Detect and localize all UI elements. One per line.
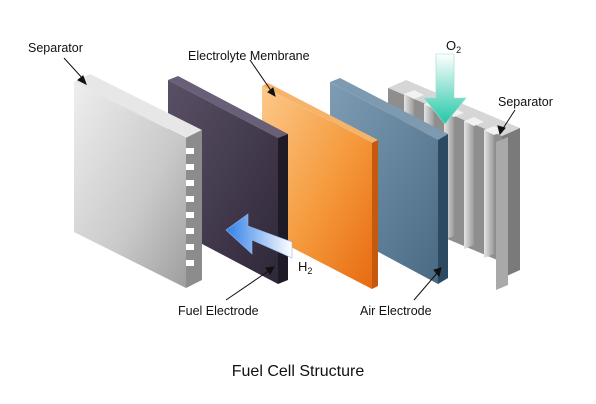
leader-fuel-electrode — [225, 269, 271, 301]
leader-electrolyte-membrane — [249, 59, 273, 93]
arrowhead-separator-left — [77, 75, 87, 86]
electrolyte-membrane — [262, 83, 378, 289]
h2-arrow — [225, 213, 293, 259]
label-fuel-electrode: Fuel Electrode — [178, 304, 259, 318]
label-electrolyte-membrane: Electrolyte Membrane — [188, 49, 310, 63]
arrowhead-air-electrode — [433, 267, 442, 278]
left-separator — [74, 74, 202, 288]
arrowhead-electrolyte-membrane — [267, 87, 276, 98]
o2-arrow — [423, 53, 467, 125]
label-o2: O2 — [446, 38, 461, 55]
leader-separator-right — [501, 109, 516, 131]
leader-air-electrode — [413, 271, 439, 301]
label-separator-right: Separator — [498, 95, 553, 109]
arrowhead-fuel-electrode — [265, 266, 275, 275]
left-separator-teeth — [186, 148, 194, 266]
arrowhead-separator-right — [497, 125, 506, 136]
diagram-caption: Fuel Cell Structure — [232, 363, 365, 380]
label-h2: H2 — [298, 259, 312, 276]
label-separator-left: Separator — [28, 41, 83, 55]
leader-lines — [63, 57, 516, 301]
leader-separator-left — [63, 57, 85, 81]
label-air-electrode: Air Electrode — [360, 304, 432, 318]
